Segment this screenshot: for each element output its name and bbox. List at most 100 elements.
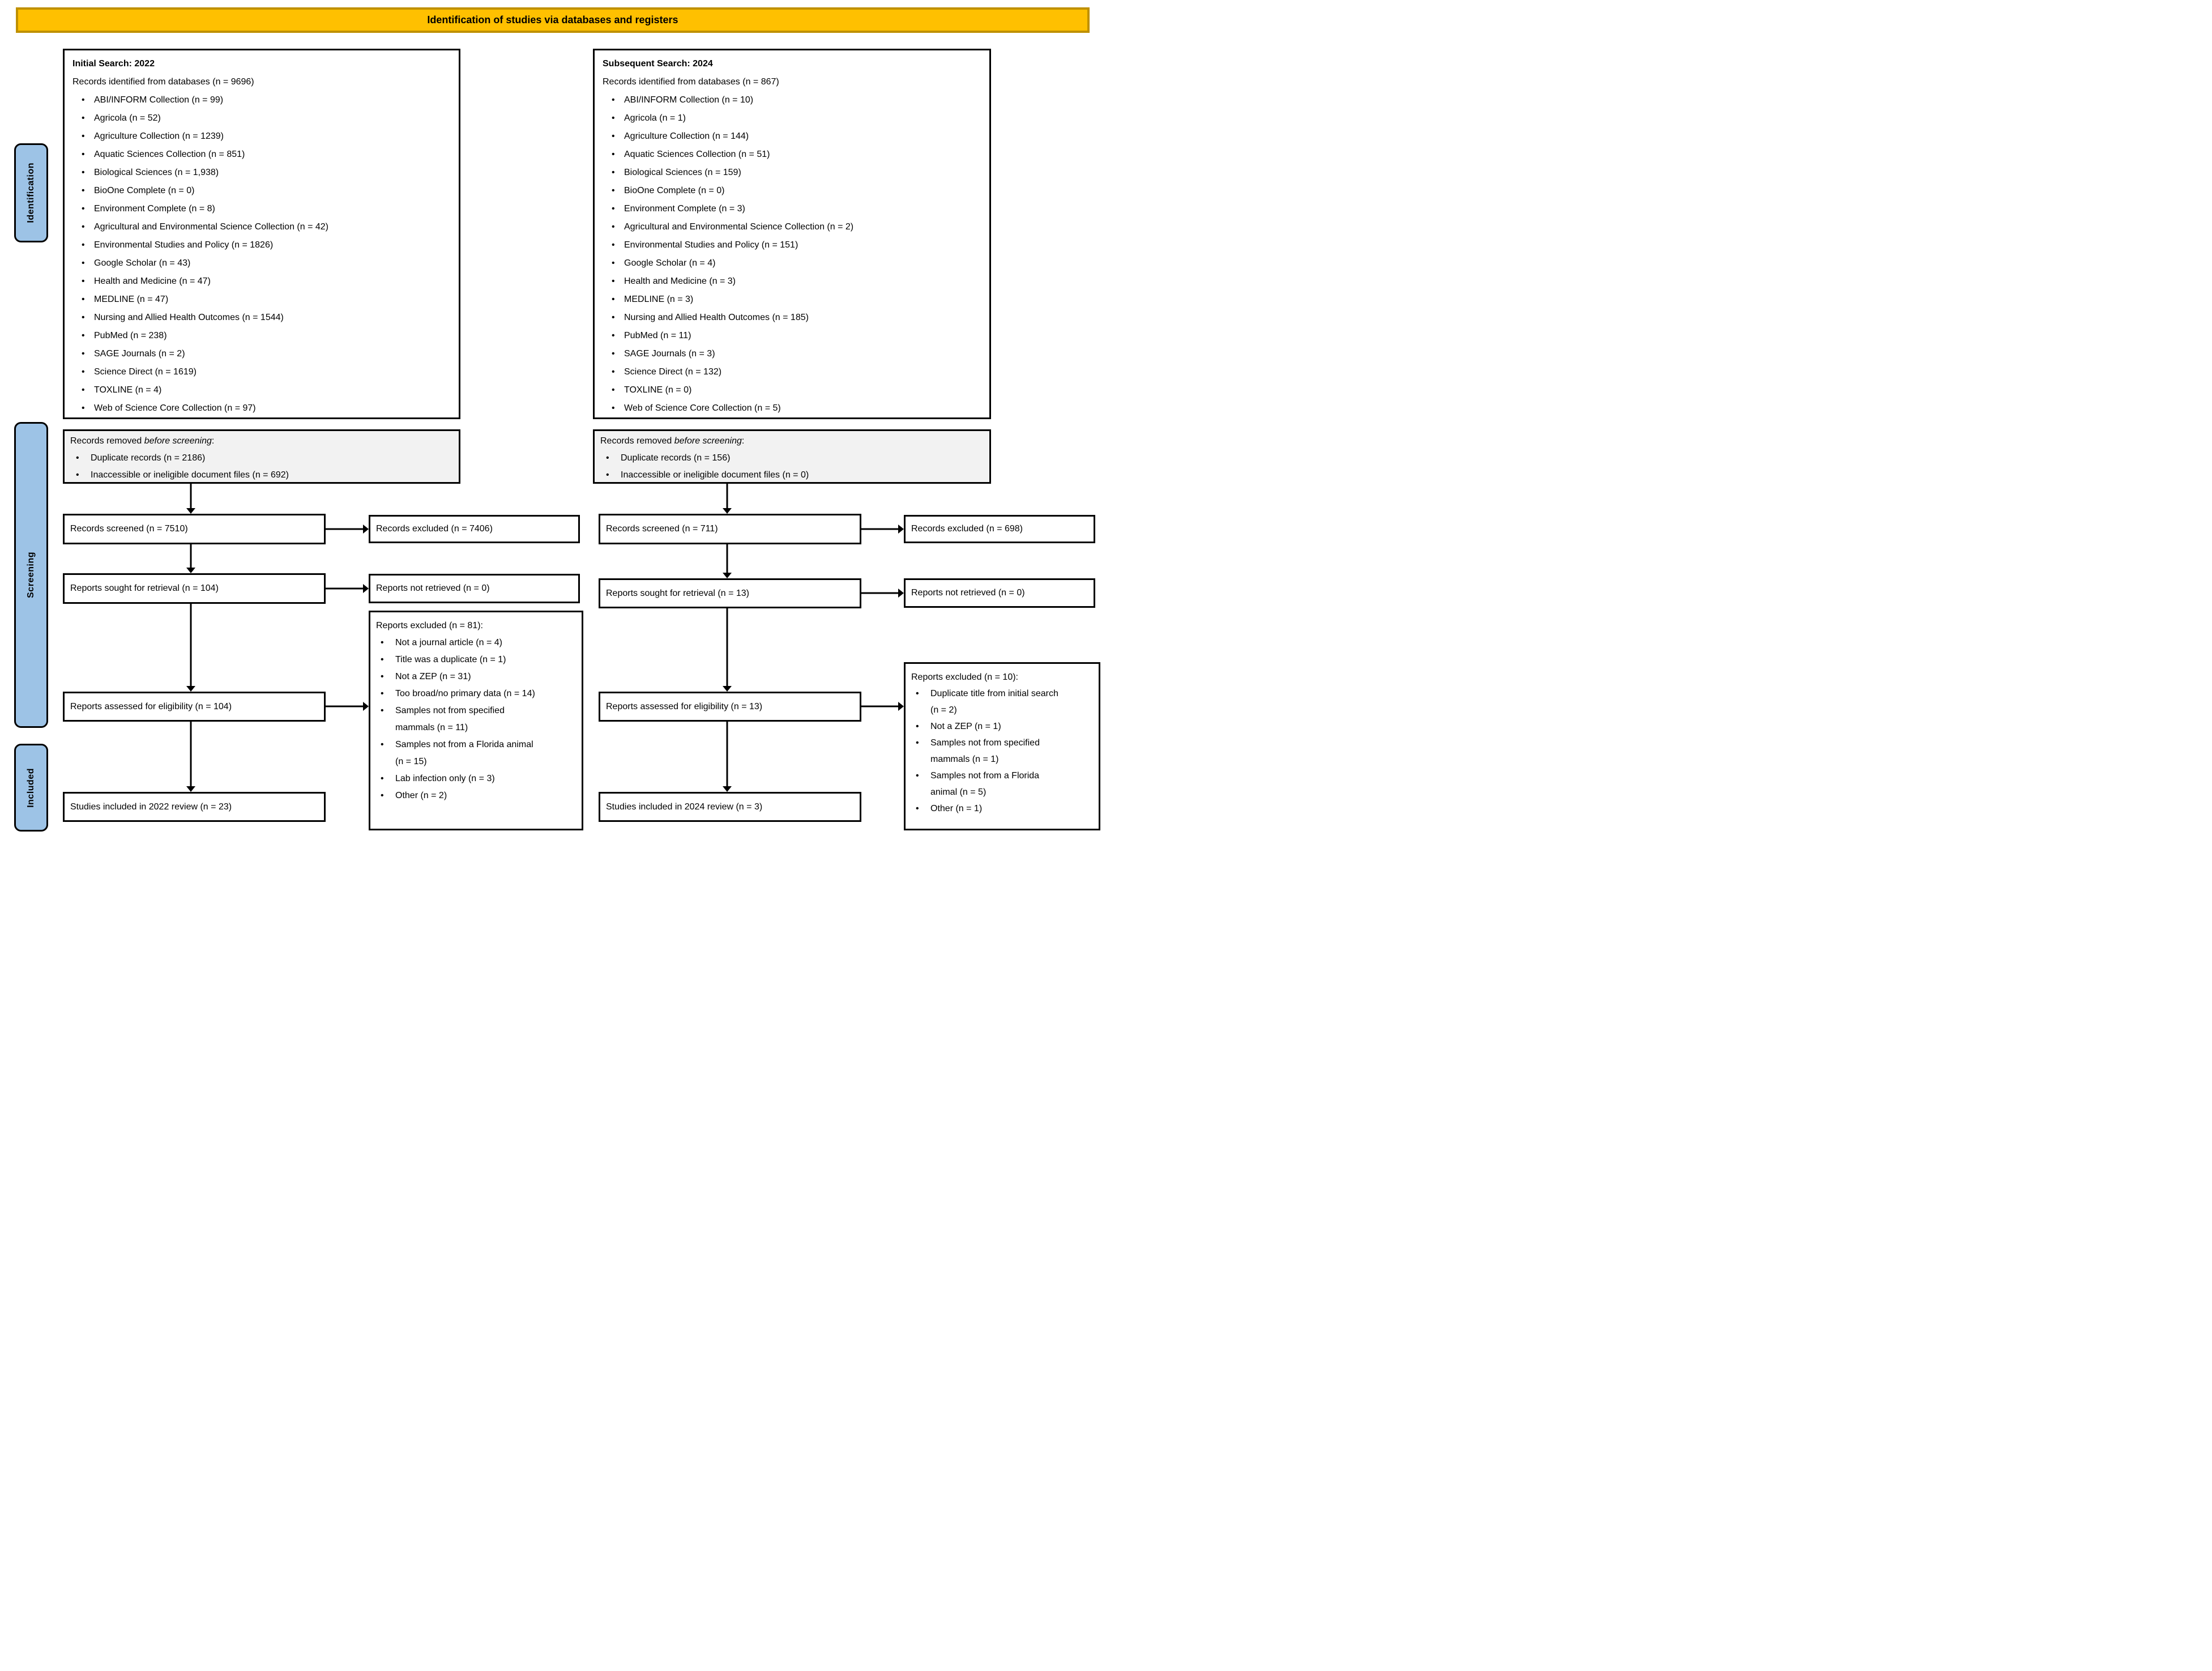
bullet-icon: • xyxy=(612,113,615,123)
database-item-text: Web of Science Core Collection (n = 97) xyxy=(94,403,256,413)
excluded-reason-item: • Too broad/no primary data (n = 14) xyxy=(376,685,576,702)
bullet-icon: • xyxy=(612,295,615,304)
reports-excluded-list: • Duplicate title from initial search (n… xyxy=(911,685,1093,817)
database-item: • SAGE Journals (n = 3) xyxy=(603,345,981,363)
removed-item: • Inaccessible or ineligible document fi… xyxy=(600,467,984,484)
records-removed-heading-prefix: Records removed xyxy=(70,436,144,446)
bullet-icon: • xyxy=(612,150,615,159)
database-item-text: Nursing and Allied Health Outcomes (n = … xyxy=(624,313,809,322)
stage-label-screening: Screening xyxy=(14,422,48,728)
excluded-reason-item: • Samples not from specified mammals (n … xyxy=(376,702,576,736)
removed-item-text: Inaccessible or ineligible document file… xyxy=(621,470,809,480)
database-item-text: Environment Complete (n = 8) xyxy=(94,204,215,214)
reports-sought-text: Reports sought for retrieval (n = 13) xyxy=(606,588,750,598)
box-reports-excluded-reasons-right: Reports excluded (n = 10): • Duplicate t… xyxy=(904,662,1100,830)
stage-label-identification: Identification xyxy=(14,143,48,242)
database-item-text: Google Scholar (n = 43) xyxy=(94,258,191,268)
database-item-text: Science Direct (n = 1619) xyxy=(94,367,197,377)
database-item-text: Agricultural and Environmental Science C… xyxy=(94,222,328,232)
bullet-icon: • xyxy=(612,331,615,340)
bullet-icon: • xyxy=(82,240,85,250)
stage-label-included-text: Included xyxy=(26,768,36,808)
excluded-reason-text: Other (n = 1) xyxy=(930,804,983,813)
box-subsequent-search-2024: Subsequent Search: 2024 Records identifi… xyxy=(593,49,991,419)
bullet-icon: • xyxy=(76,470,79,480)
studies-included-text: Studies included in 2024 review (n = 3) xyxy=(606,802,763,812)
removed-item: • Inaccessible or ineligible document fi… xyxy=(70,467,453,484)
bullet-icon: • xyxy=(82,313,85,322)
arrow-screened-to-sought-right xyxy=(723,544,732,578)
bullet-icon: • xyxy=(381,638,384,647)
database-item-text: Aquatic Sciences Collection (n = 51) xyxy=(624,150,770,159)
database-item-text: TOXLINE (n = 0) xyxy=(624,385,692,395)
box-records-excluded-left: Records excluded (n = 7406) xyxy=(369,515,580,543)
database-item-text: Aquatic Sciences Collection (n = 851) xyxy=(94,150,245,159)
reports-excluded-list: • Not a journal article (n = 4) • Title … xyxy=(376,634,576,804)
records-removed-heading: Records removed before screening: xyxy=(70,433,453,450)
bullet-icon: • xyxy=(82,403,85,413)
bullet-icon: • xyxy=(612,276,615,286)
bullet-icon: • xyxy=(381,689,384,698)
excluded-reason-item: • Not a ZEP (n = 1) xyxy=(911,718,1093,735)
database-item: • ABI/INFORM Collection (n = 10) xyxy=(603,91,981,109)
database-item-text: Environmental Studies and Policy (n = 15… xyxy=(624,240,798,250)
database-item: • PubMed (n = 238) xyxy=(72,327,451,345)
database-item: • MEDLINE (n = 3) xyxy=(603,291,981,309)
bullet-icon: • xyxy=(612,131,615,141)
bullet-icon: • xyxy=(82,113,85,123)
bullet-icon: • xyxy=(612,222,615,232)
box-records-removed-left: Records removed before screening: • Dupl… xyxy=(63,429,460,484)
database-item: • SAGE Journals (n = 2) xyxy=(72,345,451,363)
bullet-icon: • xyxy=(82,385,85,395)
reports-assessed-text: Reports assessed for eligibility (n = 10… xyxy=(70,701,232,711)
arrow-assessed-to-excluded-reasons-right xyxy=(861,702,904,711)
database-item: • Health and Medicine (n = 3) xyxy=(603,272,981,291)
box-reports-assessed-right: Reports assessed for eligibility (n = 13… xyxy=(599,692,861,722)
database-item-text: Agriculture Collection (n = 1239) xyxy=(94,131,224,141)
initial-search-title: Initial Search: 2022 xyxy=(72,59,155,69)
box-reports-not-retrieved-left: Reports not retrieved (n = 0) xyxy=(369,574,580,603)
reports-excluded-heading: Reports excluded (n = 10): xyxy=(911,672,1018,682)
excluded-reason-text: Samples not from a Florida animal (n = 5… xyxy=(930,771,1040,797)
bullet-icon: • xyxy=(82,367,85,377)
database-item-text: MEDLINE (n = 3) xyxy=(624,295,694,304)
banner-title: Identification of studies via databases … xyxy=(427,14,678,25)
records-screened-text: Records screened (n = 7510) xyxy=(70,524,188,534)
arrow-screened-to-excluded-left xyxy=(326,525,369,534)
excluded-reason-text: Samples not from specified mammals (n = … xyxy=(395,706,505,732)
database-item: • BioOne Complete (n = 0) xyxy=(603,182,981,200)
bullet-icon: • xyxy=(82,349,85,359)
reports-not-retrieved-text: Reports not retrieved (n = 0) xyxy=(376,583,490,593)
database-item-text: Google Scholar (n = 4) xyxy=(624,258,716,268)
database-item-text: SAGE Journals (n = 2) xyxy=(94,349,185,359)
bullet-icon: • xyxy=(612,349,615,359)
database-item-text: Agricultural and Environmental Science C… xyxy=(624,222,854,232)
database-item: • Agriculture Collection (n = 144) xyxy=(603,127,981,146)
database-item-text: MEDLINE (n = 47) xyxy=(94,295,169,304)
reports-not-retrieved-text: Reports not retrieved (n = 0) xyxy=(911,588,1025,598)
records-removed-heading-suffix: : xyxy=(741,436,745,446)
bullet-icon: • xyxy=(612,403,615,413)
subsequent-records-identified: Records identified from databases (n = 8… xyxy=(603,77,779,87)
database-item: • Agricultural and Environmental Science… xyxy=(603,218,981,236)
database-item-text: ABI/INFORM Collection (n = 99) xyxy=(94,95,224,105)
excluded-reason-text: Too broad/no primary data (n = 14) xyxy=(395,689,535,698)
removed-item-text: Duplicate records (n = 156) xyxy=(621,453,731,463)
initial-database-list: • ABI/INFORM Collection (n = 99) • Agric… xyxy=(72,91,451,417)
bullet-icon: • xyxy=(612,367,615,377)
bullet-icon: • xyxy=(606,470,609,480)
bullet-icon: • xyxy=(82,222,85,232)
excluded-reason-text: Lab infection only (n = 3) xyxy=(395,774,495,783)
excluded-reason-item: • Not a journal article (n = 4) xyxy=(376,634,576,651)
database-item: • Nursing and Allied Health Outcomes (n … xyxy=(603,309,981,327)
reports-sought-text: Reports sought for retrieval (n = 104) xyxy=(70,583,219,593)
box-initial-search-2022: Initial Search: 2022 Records identified … xyxy=(63,49,460,419)
records-excluded-text: Records excluded (n = 698) xyxy=(911,524,1023,534)
arrow-screened-to-excluded-right xyxy=(861,525,904,534)
arrow-assessed-to-included-left xyxy=(186,722,195,792)
database-item-text: Science Direct (n = 132) xyxy=(624,367,722,377)
reports-excluded-heading: Reports excluded (n = 81): xyxy=(376,621,483,630)
records-removed-heading-suffix: : xyxy=(211,436,215,446)
box-reports-assessed-left: Reports assessed for eligibility (n = 10… xyxy=(63,692,326,722)
bullet-icon: • xyxy=(612,385,615,395)
